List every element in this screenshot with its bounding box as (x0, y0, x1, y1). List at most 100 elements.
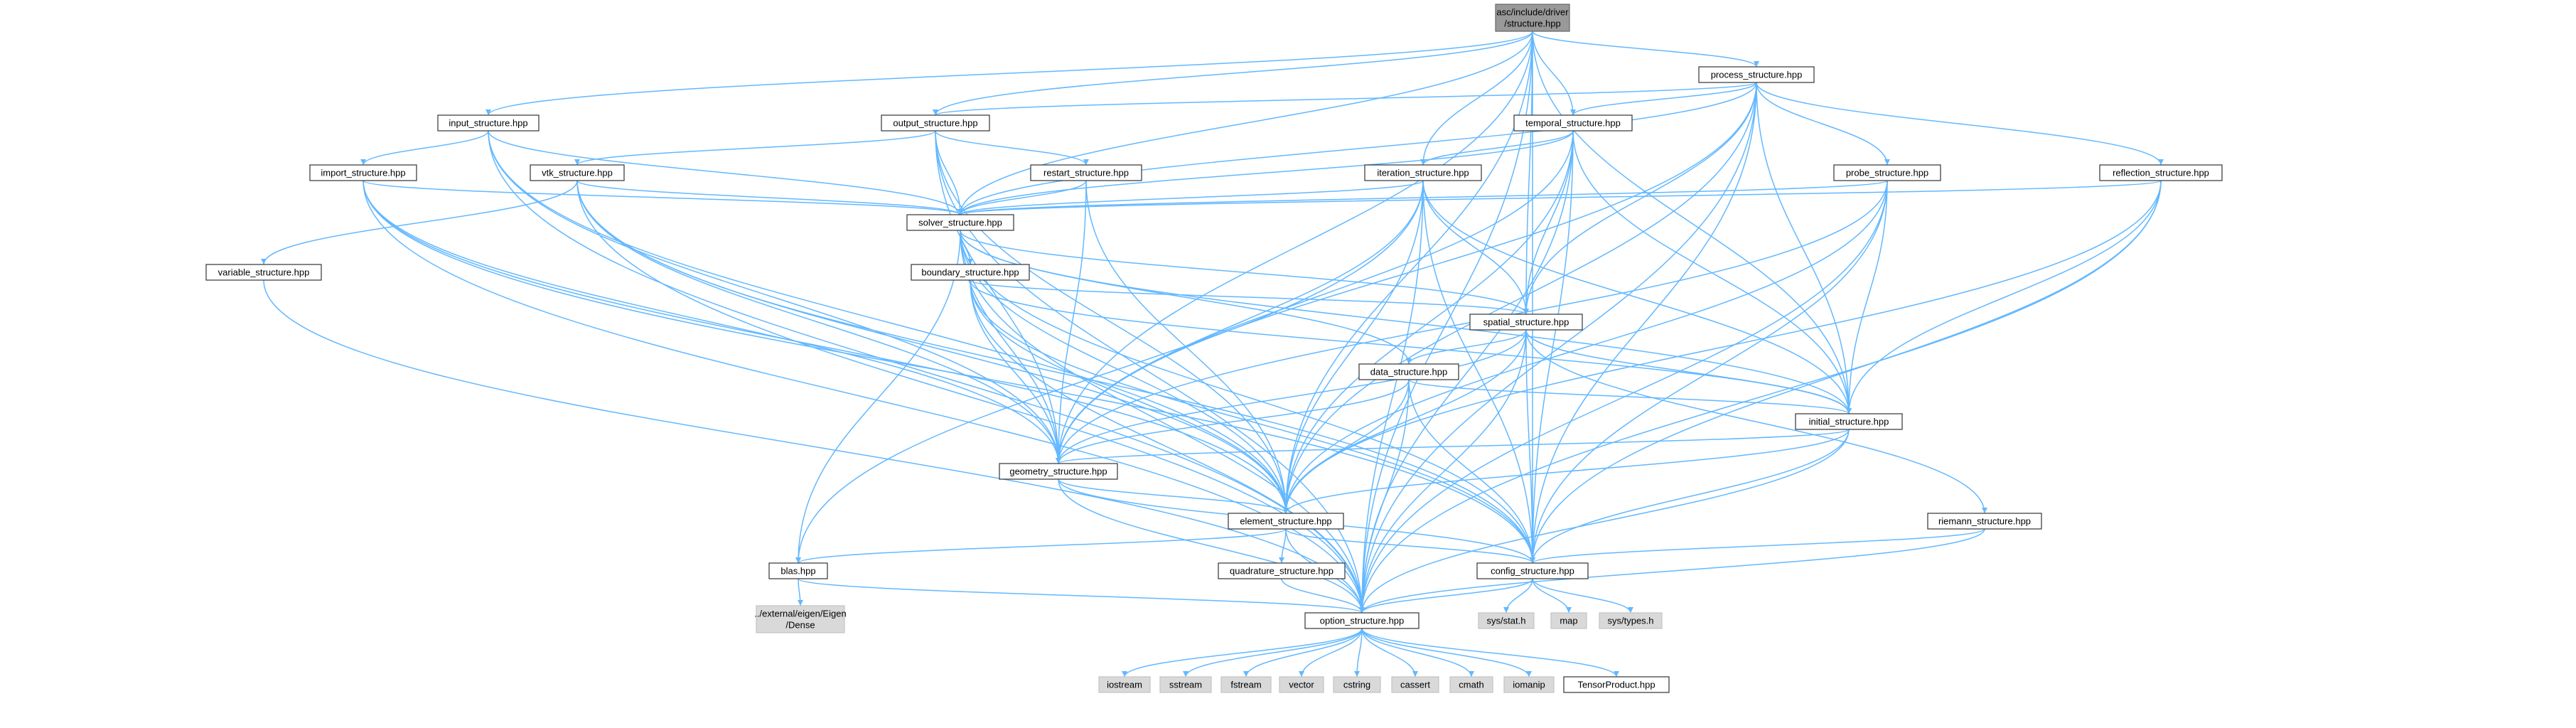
node-geometry-structure[interactable]: geometry_structure.hpp (999, 463, 1118, 480)
node-fstream[interactable]: fstream (1220, 676, 1272, 693)
edge-iteration-to-solver (960, 180, 1424, 215)
node-root-label-line1: asc/include/driver (1496, 6, 1569, 17)
node-option-structure[interactable]: option_structure.hpp (1304, 612, 1420, 629)
node-config-structure[interactable]: config_structure.hpp (1476, 562, 1589, 579)
edge-arrowhead (798, 600, 803, 606)
edge-option-to-cmath (1361, 628, 1472, 678)
edge-initial-to-config (1532, 429, 1850, 564)
edge-solver-to-option (960, 230, 1363, 614)
edge-iteration-to-spatial (1422, 180, 1527, 315)
node-output-structure[interactable]: output_structure.hpp (881, 114, 990, 132)
edge-geometry-to-element (1058, 478, 1287, 514)
edge-process-to-spatial (1525, 82, 1757, 315)
edge-option-to-iomanip (1361, 628, 1530, 678)
edge-root-to-option (1361, 31, 1533, 614)
edge-arrowhead (957, 209, 963, 215)
edge-arrowhead (1406, 358, 1412, 364)
node-element-structure[interactable]: element_structure.hpp (1228, 513, 1344, 530)
node-sstream[interactable]: sstream (1159, 676, 1212, 693)
edge-import-to-option (363, 180, 1363, 614)
node-sys-types-h[interactable]: sys/types.h (1599, 612, 1663, 629)
edge-vtk-to-variable (263, 180, 578, 265)
node-boundary-label: boundary_structure.hpp (921, 267, 1019, 277)
edge-restart-to-element (1085, 180, 1287, 514)
edge-root-to-process (1532, 31, 1757, 68)
edge-arrowhead (1299, 671, 1304, 677)
node-import-structure[interactable]: import_structure.hpp (309, 164, 417, 181)
node-iostream[interactable]: iostream (1098, 676, 1151, 693)
edge-reflection-to-initial (1848, 180, 2162, 414)
node-process-structure[interactable]: process_structure.hpp (1698, 66, 1815, 83)
node-variable-label: variable_structure.hpp (218, 267, 310, 277)
edge-process-to-option (1361, 82, 1757, 614)
node-input-structure[interactable]: input_structure.hpp (437, 114, 540, 132)
node-restart-structure[interactable]: restart_structure.hpp (1030, 164, 1142, 181)
node-cstring[interactable]: cstring (1333, 676, 1381, 693)
edge-blas-to-option (798, 578, 1363, 614)
node-reflection-structure[interactable]: reflection_structure.hpp (2099, 164, 2223, 181)
node-systat-label: sys/stat.h (1487, 615, 1526, 626)
edge-option-to-iostream (1124, 628, 1363, 678)
node-initial-structure[interactable]: initial_structure.hpp (1795, 413, 1903, 430)
edge-solver-to-blas (798, 230, 961, 564)
edge-process-to-reflection (1756, 82, 2162, 166)
node-temporal-structure[interactable]: temporal_structure.hpp (1513, 114, 1633, 132)
edge-initial-to-option (1361, 429, 1850, 614)
edge-output-to-restart (935, 130, 1087, 166)
node-quadrature-label: quadrature_structure.hpp (1230, 565, 1333, 576)
node-eigen-label-line2: /Dense (785, 619, 815, 630)
node-quadrature-structure[interactable]: quadrature_structure.hpp (1218, 562, 1346, 579)
node-cmath[interactable]: cmath (1449, 676, 1493, 693)
node-spatial-structure[interactable]: spatial_structure.hpp (1469, 314, 1583, 331)
node-eigen-dense[interactable]: ../external/eigen/Eigen /Dense (754, 605, 847, 633)
node-riemann-structure[interactable]: riemann_structure.hpp (1927, 513, 2042, 530)
edge-reflection-to-config (1532, 180, 2162, 564)
edge-probe-to-initial (1848, 180, 1888, 414)
edge-riemann-to-option (1361, 528, 1985, 614)
edge-root-to-geometry (1058, 31, 1533, 464)
edge-arrowhead (1083, 159, 1089, 165)
edge-root-to-iteration (1422, 31, 1533, 166)
edge-probe-to-config (1532, 180, 1888, 564)
edge-reflection-to-element (1285, 180, 2162, 514)
node-iteration-structure[interactable]: iteration_structure.hpp (1364, 164, 1482, 181)
edge-probe-to-solver (960, 180, 1888, 215)
node-cassert[interactable]: cassert (1391, 676, 1439, 693)
edge-riemann-to-config (1532, 528, 1985, 564)
node-root-structure-hpp[interactable]: asc/include/driver /structure.hpp (1495, 4, 1570, 32)
node-sys-stat-h[interactable]: sys/stat.h (1478, 612, 1535, 629)
edge-arrowhead (1614, 671, 1619, 677)
edge-spatial-to-geometry (1058, 329, 1527, 464)
node-blas[interactable]: blas.hpp (768, 562, 828, 579)
edge-reflection-to-option (1361, 180, 2162, 614)
edge-boundary-to-geometry (970, 279, 1059, 464)
edge-arrowhead (1884, 159, 1890, 165)
node-iomanip-label: iomanip (1513, 679, 1545, 690)
node-element-label: element_structure.hpp (1240, 515, 1331, 526)
node-restart-label: restart_structure.hpp (1043, 167, 1129, 178)
node-tensorproduct-hpp[interactable]: TensorProduct.hpp (1563, 676, 1670, 693)
edge-arrowhead (1354, 671, 1360, 677)
node-solver-structure[interactable]: solver_structure.hpp (906, 214, 1014, 231)
node-variable-structure[interactable]: variable_structure.hpp (205, 264, 322, 281)
node-solver-label: solver_structure.hpp (918, 217, 1002, 228)
edge-input-to-solver (488, 130, 961, 215)
edge-arrowhead (1359, 607, 1365, 613)
node-boundary-structure[interactable]: boundary_structure.hpp (911, 264, 1030, 281)
edge-element-to-config (1285, 528, 1533, 564)
node-vector[interactable]: vector (1279, 676, 1324, 693)
edge-output-to-element (935, 130, 1287, 514)
edge-arrowhead (2158, 159, 2164, 165)
edge-arrowhead (1283, 508, 1289, 513)
node-data-structure[interactable]: data_structure.hpp (1358, 363, 1459, 380)
node-map[interactable]: map (1550, 612, 1587, 629)
node-iomanip[interactable]: iomanip (1503, 676, 1555, 693)
node-probe-structure[interactable]: probe_structure.hpp (1833, 164, 1941, 181)
edge-root-to-input (488, 31, 1533, 116)
edge-vtk-to-geometry (576, 180, 1059, 464)
edge-iteration-to-geometry (1058, 180, 1424, 464)
edge-config-to-option (1361, 578, 1533, 614)
edge-process-to-output (935, 82, 1757, 116)
node-vtk-structure[interactable]: vtk_structure.hpp (530, 164, 625, 181)
node-systypes-label: sys/types.h (1607, 615, 1653, 626)
